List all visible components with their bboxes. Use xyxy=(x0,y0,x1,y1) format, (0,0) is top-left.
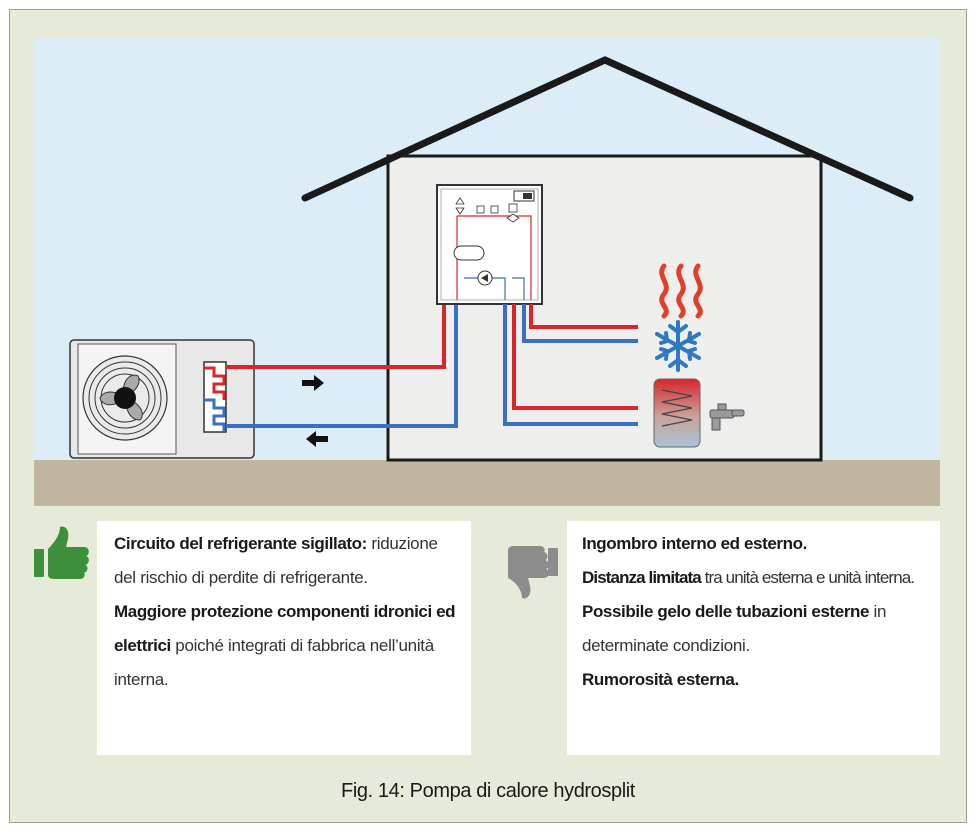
advantage-item: Maggiore protezione componenti idronici … xyxy=(114,595,461,697)
hydrosplit-diagram xyxy=(34,38,940,506)
house-roof xyxy=(301,56,914,202)
snowflake-icon xyxy=(655,320,701,372)
disadvantages-panel: Ingombro interno ed esterno. Distanza li… xyxy=(567,521,940,755)
disadvantage-lead: Distanza limitata xyxy=(582,568,702,587)
figure-caption: Fig. 14: Pompa di calore hydrosplit xyxy=(341,780,635,802)
faucet-icon xyxy=(709,403,745,431)
advantages-panel: Circuito del refrigerante sigillato: rid… xyxy=(97,521,471,755)
advantage-text: riduzione del rischio di perdite di refr… xyxy=(114,534,438,587)
disadvantage-item: Ingombro interno ed esterno. xyxy=(582,527,930,561)
disadvantage-lead: Rumorosità esterna. xyxy=(582,670,739,689)
thumbs-down-icon xyxy=(508,546,558,599)
hot-refrigerant-pipe xyxy=(226,304,446,369)
disadvantage-item: Rumorosità esterna. xyxy=(582,663,930,697)
outdoor-unit xyxy=(69,339,255,459)
water-tank-icon xyxy=(653,378,701,448)
pump-icon xyxy=(477,270,493,286)
heat-waves-icon xyxy=(659,263,703,319)
advantage-item: Circuito del refrigerante sigillato: rid… xyxy=(114,527,461,595)
advantage-lead: Maggiore protezione componenti idronici … xyxy=(114,602,456,655)
expansion-vessel-icon xyxy=(453,245,485,261)
advantage-text: poiché integrati di fabbrica nell’unità … xyxy=(114,636,434,689)
thumbs-up-icon xyxy=(34,526,89,579)
advantage-lead: Circuito del refrigerante sigillato: xyxy=(114,534,367,553)
hot-water-pipe-tank xyxy=(512,304,638,410)
flow-arrow-icon xyxy=(302,375,324,391)
disadvantage-lead: Possibile gelo delle tubazioni esterne xyxy=(582,602,870,621)
disadvantage-lead: Ingombro interno ed esterno. xyxy=(582,534,807,553)
fan-icon xyxy=(82,355,168,441)
disadvantage-text: in determinate condizioni. xyxy=(582,602,887,655)
cold-water-pipe-tank xyxy=(503,304,638,426)
disadvantage-item: Possibile gelo delle tubazioni esterne i… xyxy=(582,595,930,663)
cold-refrigerant-pipe xyxy=(226,304,458,428)
flow-arrow-icon xyxy=(306,431,328,447)
indoor-unit xyxy=(436,184,543,305)
hot-water-pipe-heating xyxy=(529,304,638,329)
cold-water-pipe-heating xyxy=(522,304,638,343)
disadvantage-item: Distanza limitata tra unità esterna e un… xyxy=(582,561,930,595)
ground xyxy=(34,460,940,506)
disadvantage-text: tra unità esterna e unità interna. xyxy=(700,568,915,587)
